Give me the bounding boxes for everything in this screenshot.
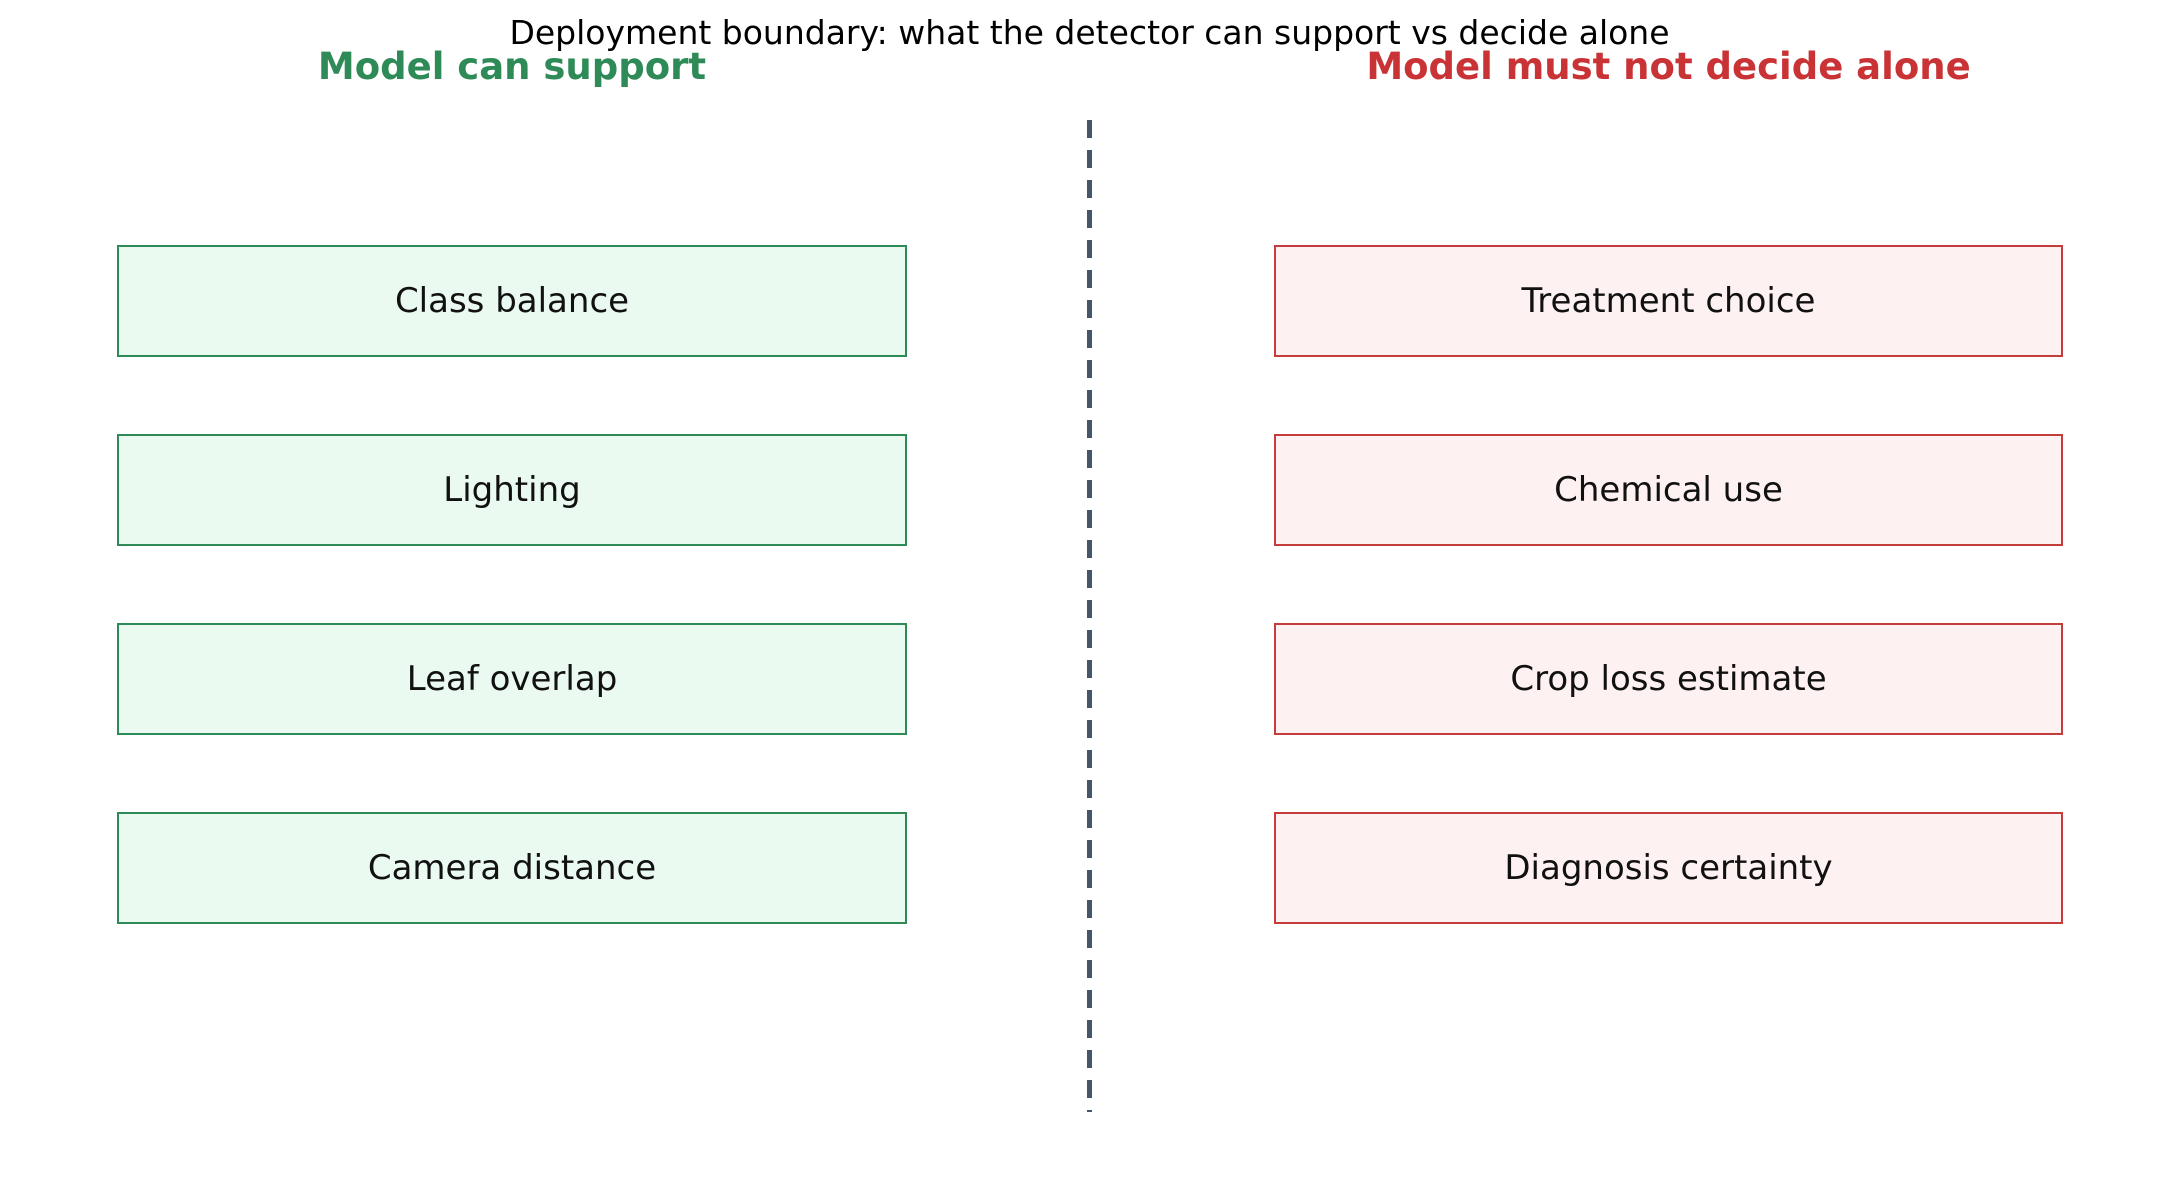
support-box-camera-distance: Camera distance	[117, 812, 907, 924]
support-box-lighting: Lighting	[117, 434, 907, 546]
left-column-header: Model can support	[317, 45, 707, 88]
support-box-class-balance: Class balance	[117, 245, 907, 357]
boundary-divider-dashed-line	[1087, 120, 1092, 1112]
restricted-box-crop-loss-estimate: Crop loss estimate	[1274, 623, 2063, 735]
restricted-box-label: Treatment choice	[1521, 281, 1816, 321]
support-box-label: Class balance	[394, 281, 630, 321]
restricted-box-treatment-choice: Treatment choice	[1274, 245, 2063, 357]
restricted-box-diagnosis-certainty: Diagnosis certainty	[1274, 812, 2063, 924]
restricted-box-label: Crop loss estimate	[1510, 659, 1827, 699]
restricted-box-chemical-use: Chemical use	[1274, 434, 2063, 546]
support-box-label: Lighting	[443, 470, 581, 510]
restricted-box-label: Chemical use	[1554, 470, 1783, 510]
support-box-label: Camera distance	[367, 848, 657, 888]
support-box-leaf-overlap: Leaf overlap	[117, 623, 907, 735]
diagram-title: Deployment boundary: what the detector c…	[509, 13, 1670, 52]
support-box-label: Leaf overlap	[406, 659, 618, 699]
restricted-box-label: Diagnosis certainty	[1504, 848, 1833, 888]
right-column-header: Model must not decide alone	[1366, 45, 1971, 88]
